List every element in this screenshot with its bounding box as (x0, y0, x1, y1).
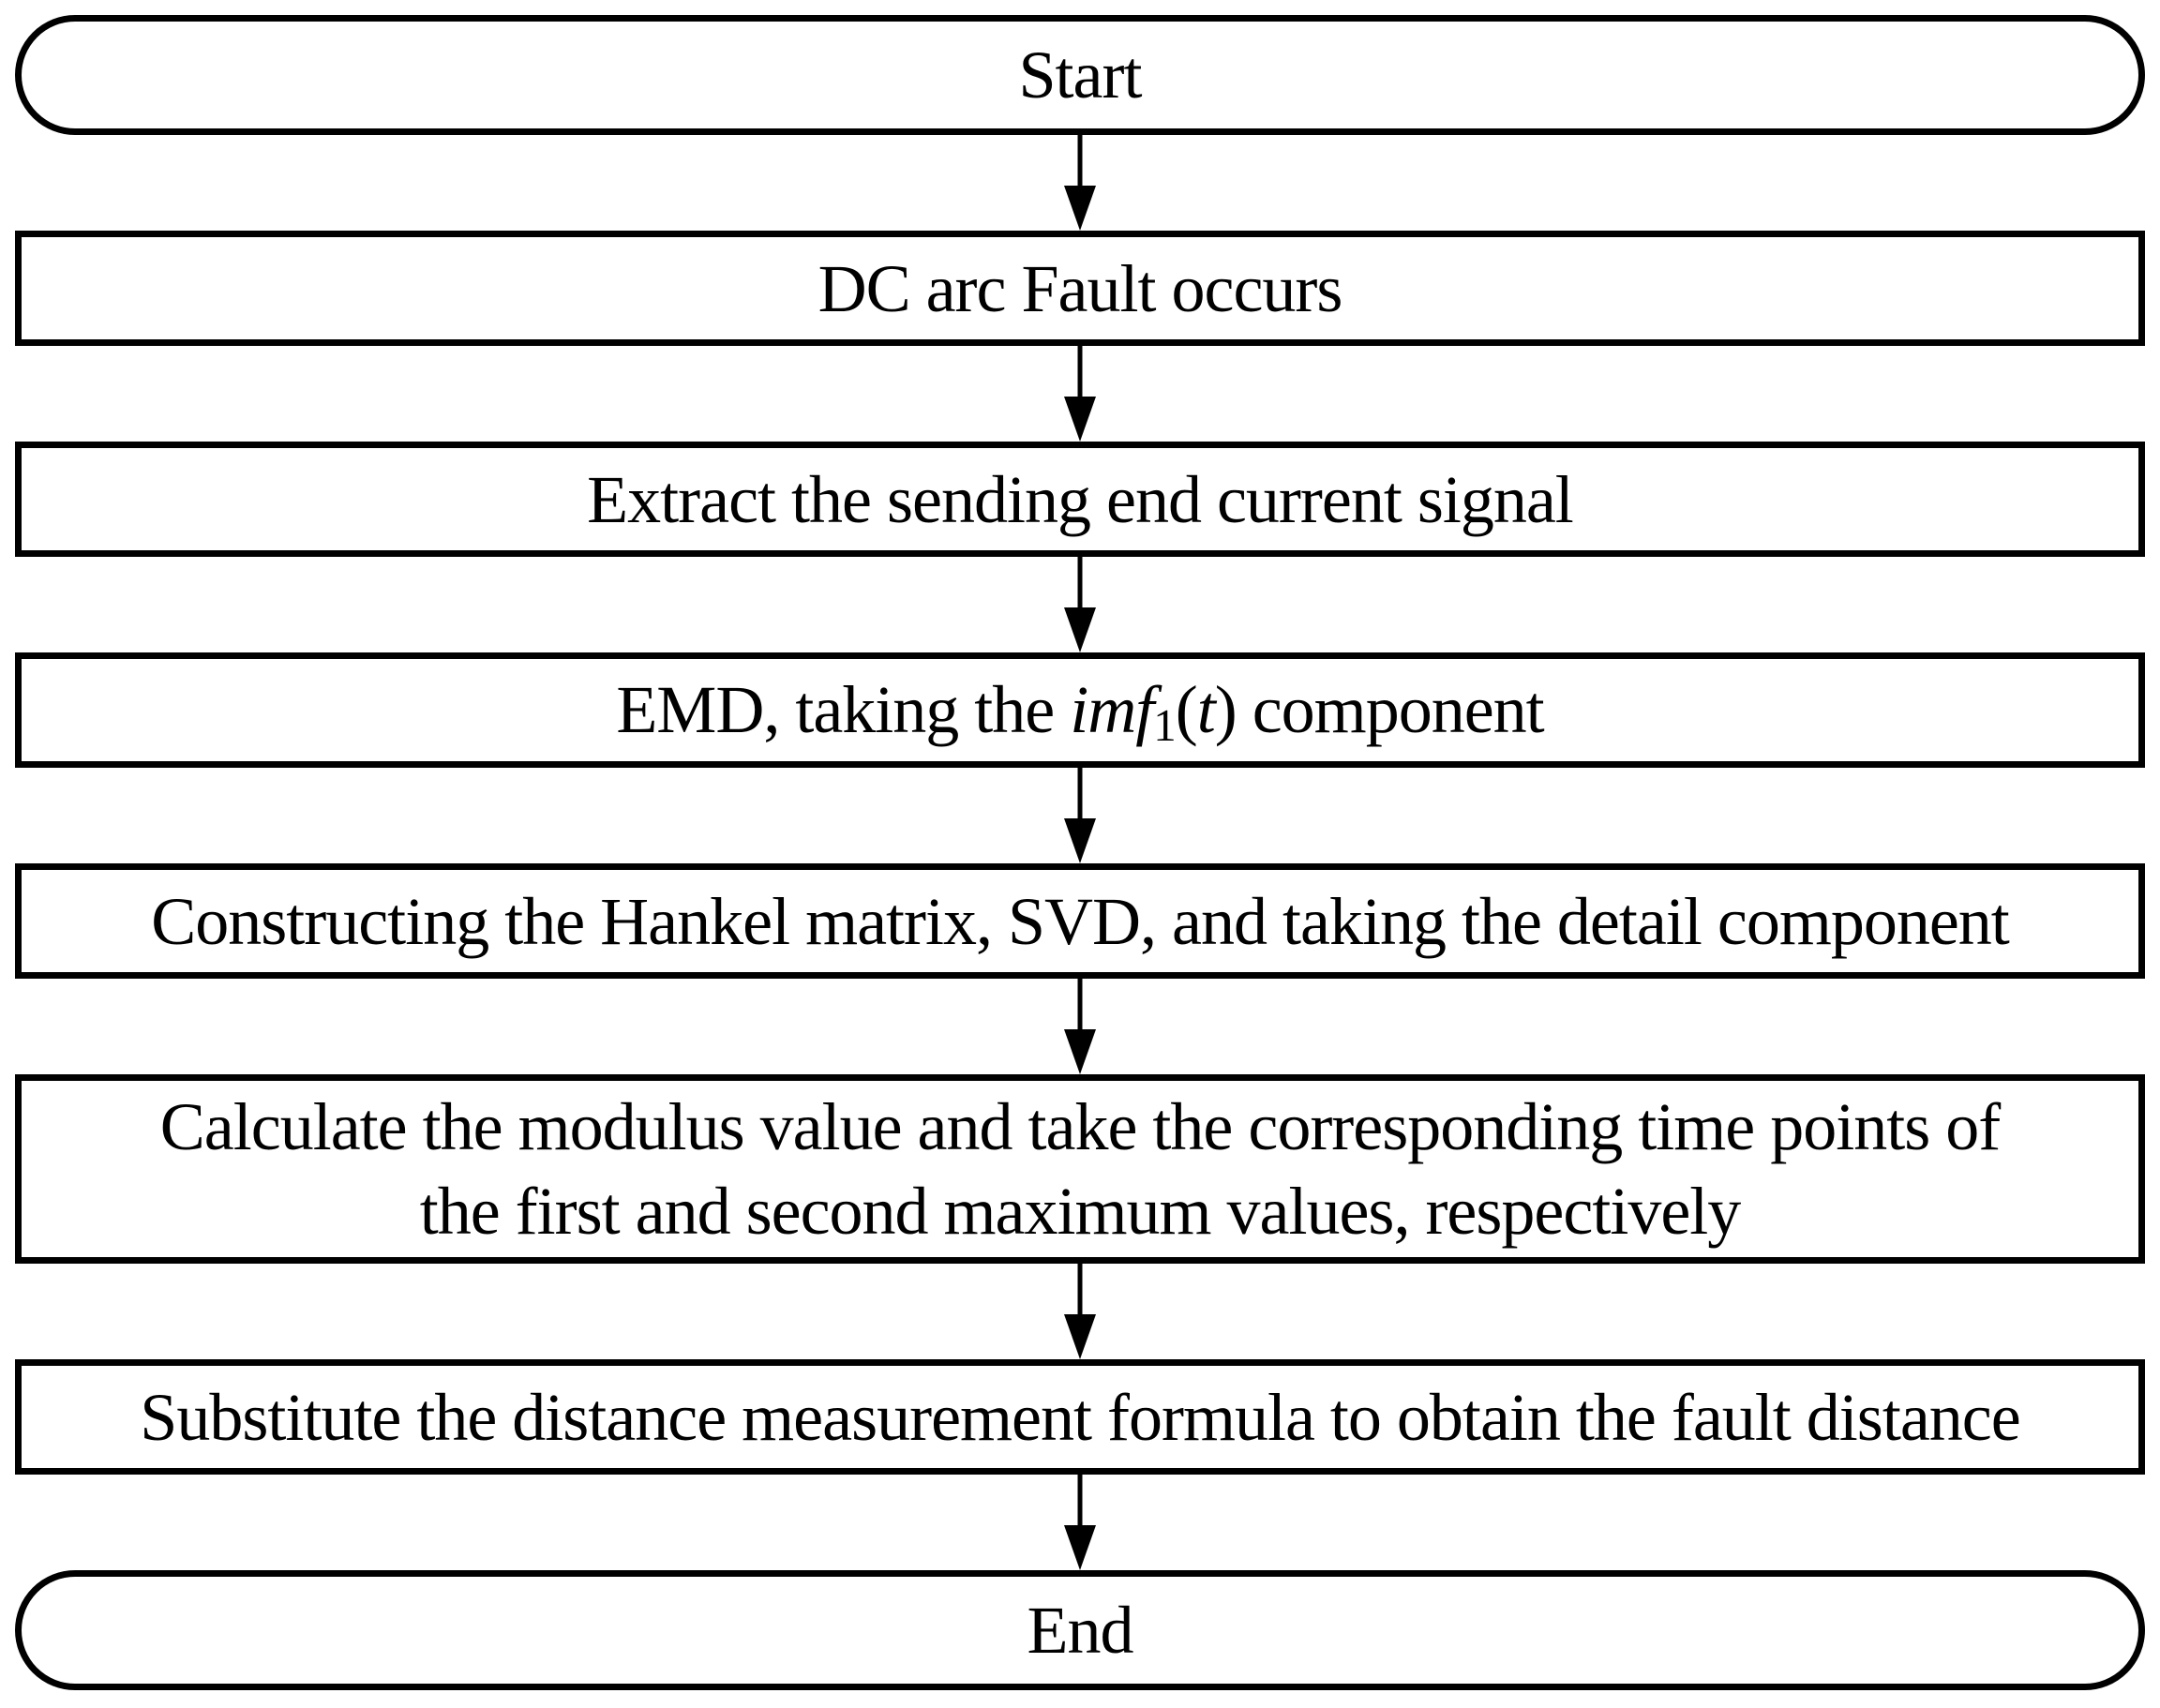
node-modulus-maxima-line1: Calculate the modulus value and take the… (159, 1089, 2001, 1164)
emd-text: EMD, taking the (616, 671, 1071, 747)
node-dc-arc-fault: DC arc Fault occurs (15, 231, 2145, 346)
down-arrow-icon (1064, 346, 1096, 442)
node-dc-arc-fault-label: DC arc Fault occurs (818, 250, 1343, 326)
node-start: Start (15, 15, 2145, 135)
connector-emd-to-hankel (1059, 768, 1101, 863)
flowchart: Start DC arc Fault occurs Extract the se… (15, 15, 2145, 1690)
down-arrow-icon (1064, 557, 1096, 652)
connector-modulus-to-distance (1059, 1264, 1101, 1359)
down-arrow-icon (1064, 768, 1096, 863)
t-symbol: t (1196, 671, 1216, 747)
open-paren: ( (1175, 671, 1198, 747)
imf-symbol: imf (1070, 671, 1154, 747)
connector-dc-arc-fault-to-extract (1059, 346, 1101, 442)
node-end-label: End (1027, 1593, 1134, 1668)
node-fault-distance: Substitute the distance measurement form… (15, 1359, 2145, 1475)
down-arrow-icon (1064, 1475, 1096, 1570)
connector-hankel-to-modulus (1059, 979, 1101, 1074)
node-end: End (15, 1570, 2145, 1690)
node-fault-distance-label: Substitute the distance measurement form… (140, 1379, 2020, 1455)
node-emd-imf: EMD, taking the imf1(t) component (15, 652, 2145, 768)
component-text: ) component (1214, 671, 1545, 747)
node-hankel-svd-label: Constructing the Hankel matrix, SVD, and… (151, 883, 2010, 959)
down-arrow-icon (1064, 1264, 1096, 1359)
node-start-label: Start (1018, 37, 1143, 112)
node-emd-imf-label: EMD, taking the imf1(t) component (616, 667, 1545, 754)
connector-start-to-dc-arc-fault (1059, 135, 1101, 231)
down-arrow-icon (1064, 979, 1096, 1074)
node-extract-signal-label: Extract the sending end current signal (587, 461, 1574, 537)
node-modulus-maxima-line2: the first and second maximum values, res… (419, 1174, 1742, 1249)
node-hankel-svd: Constructing the Hankel matrix, SVD, and… (15, 863, 2145, 979)
node-modulus-maxima: Calculate the modulus value and take the… (15, 1074, 2145, 1264)
node-extract-signal: Extract the sending end current signal (15, 442, 2145, 557)
down-arrow-icon (1064, 135, 1096, 231)
connector-distance-to-end (1059, 1475, 1101, 1570)
connector-extract-to-emd (1059, 557, 1101, 652)
imf-subscript: 1 (1153, 698, 1177, 751)
